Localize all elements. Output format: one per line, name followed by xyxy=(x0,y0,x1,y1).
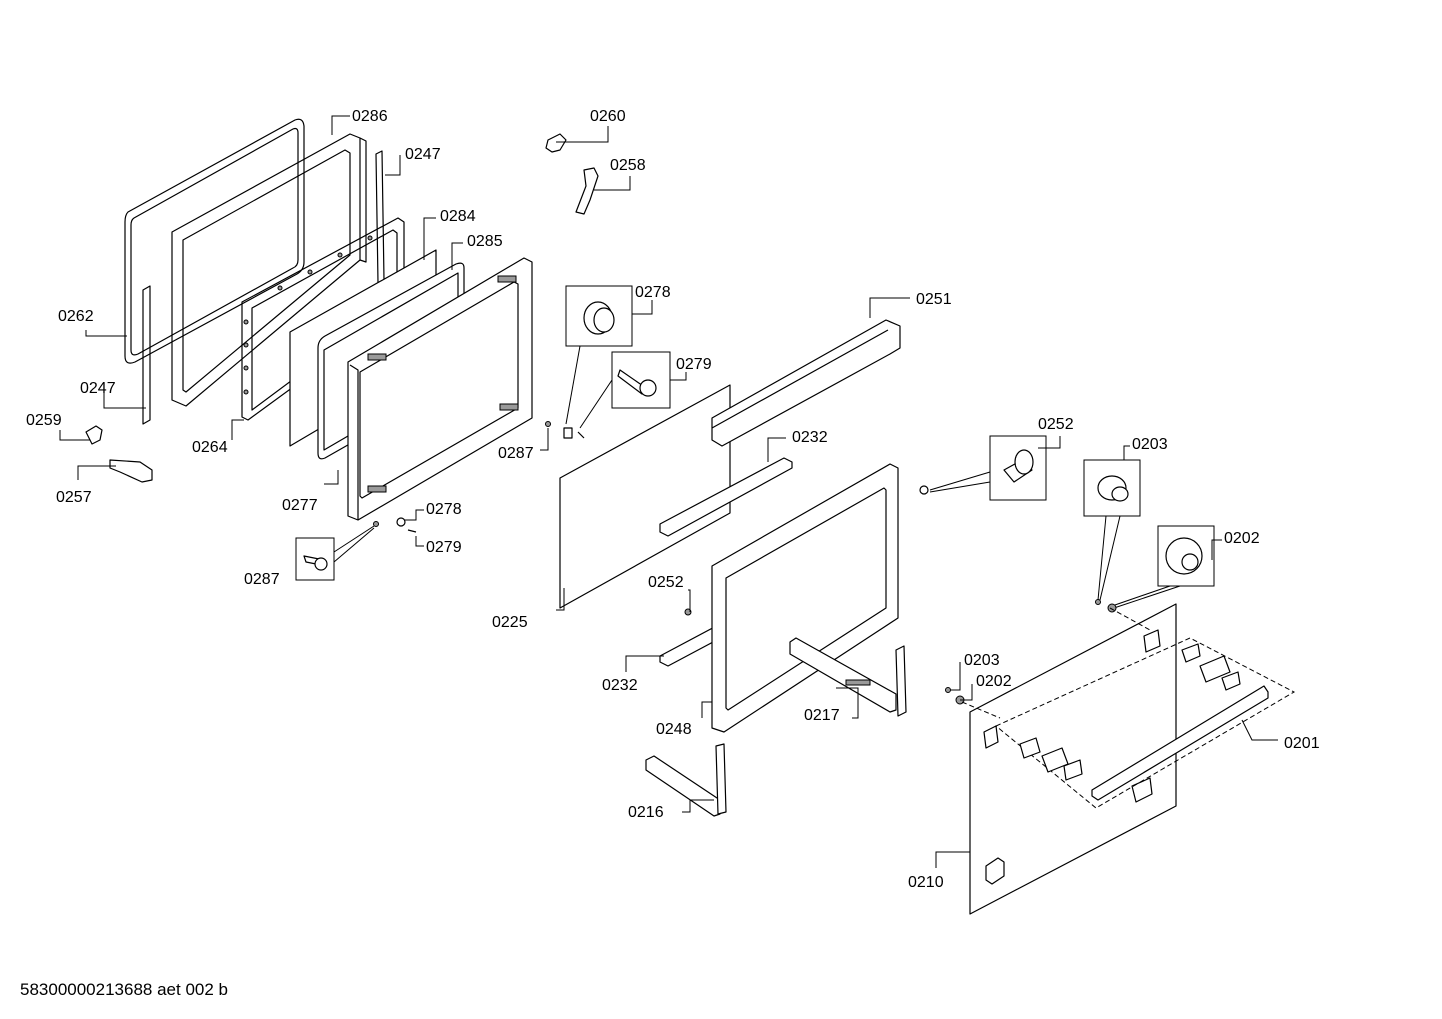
label-0202: 0202 xyxy=(976,673,1012,690)
part-0277-inner-door xyxy=(347,257,533,521)
document-id-footer: 58300000213688 aet 002 b xyxy=(20,980,228,999)
leader-lines xyxy=(59,115,1278,868)
part-0259-clip xyxy=(85,425,103,445)
label-0287: 0287 xyxy=(244,571,280,588)
label-0247: 0247 xyxy=(80,380,116,397)
label-0257: 0257 xyxy=(56,489,92,506)
part-0251-rail xyxy=(711,319,901,447)
label-0278: 0278 xyxy=(426,501,462,518)
label-0284: 0284 xyxy=(440,208,476,225)
part-0201-control-rail xyxy=(995,637,1296,809)
part-0287-screw-a xyxy=(545,421,551,427)
label-0248: 0248 xyxy=(656,721,692,738)
label-0210: 0210 xyxy=(908,874,944,891)
part-0257-bracket xyxy=(109,459,153,483)
part-0203-inset xyxy=(1083,459,1141,601)
label-0251: 0251 xyxy=(916,291,952,308)
part-labels: 0286 0247 0284 0285 0262 0247 0259 0257 … xyxy=(26,108,1320,891)
part-0286-frame xyxy=(171,133,367,407)
part-0287-inset xyxy=(295,525,375,581)
part-0278-inset xyxy=(565,285,633,425)
label-0286: 0286 xyxy=(352,108,388,125)
label-0264: 0264 xyxy=(192,439,228,456)
label-0232: 0232 xyxy=(602,677,638,694)
label-0225: 0225 xyxy=(492,614,528,631)
label-0279: 0279 xyxy=(676,356,712,373)
label-0278: 0278 xyxy=(635,284,671,301)
label-0216: 0216 xyxy=(628,804,664,821)
part-0202-inset xyxy=(1111,525,1215,609)
label-0203: 0203 xyxy=(1132,436,1168,453)
label-0287: 0287 xyxy=(498,445,534,462)
label-0262: 0262 xyxy=(58,308,94,325)
part-0217-foot xyxy=(789,637,907,717)
label-0285: 0285 xyxy=(467,233,503,250)
part-0232-rail-upper xyxy=(659,457,793,537)
part-small-screws-center xyxy=(563,427,585,439)
label-0217: 0217 xyxy=(804,707,840,724)
label-0202: 0202 xyxy=(1224,530,1260,547)
part-0225-panel xyxy=(559,384,731,609)
part-0260-hinge-top xyxy=(545,133,567,153)
part-0247-strip-left xyxy=(142,285,151,425)
part-0279-inset xyxy=(579,351,671,429)
label-0277: 0277 xyxy=(282,497,318,514)
label-0247: 0247 xyxy=(405,146,441,163)
label-0252: 0252 xyxy=(648,574,684,591)
label-0201: 0201 xyxy=(1284,735,1320,752)
part-0258-hinge-arm xyxy=(575,167,599,215)
label-0232: 0232 xyxy=(792,429,828,446)
part-0262-door-seal xyxy=(124,118,305,364)
label-0279: 0279 xyxy=(426,539,462,556)
label-0260: 0260 xyxy=(590,108,626,125)
part-0216-foot xyxy=(645,743,727,817)
label-0258: 0258 xyxy=(610,157,646,174)
label-0259: 0259 xyxy=(26,412,62,429)
label-0203: 0203 xyxy=(964,652,1000,669)
part-small-screws-left xyxy=(373,517,417,533)
part-0210-front-panel xyxy=(961,603,1177,915)
part-0247-strip-right xyxy=(375,150,385,284)
label-0252: 0252 xyxy=(1038,416,1074,433)
part-0248-frame xyxy=(711,463,899,733)
part-0252-inset xyxy=(919,435,1047,501)
